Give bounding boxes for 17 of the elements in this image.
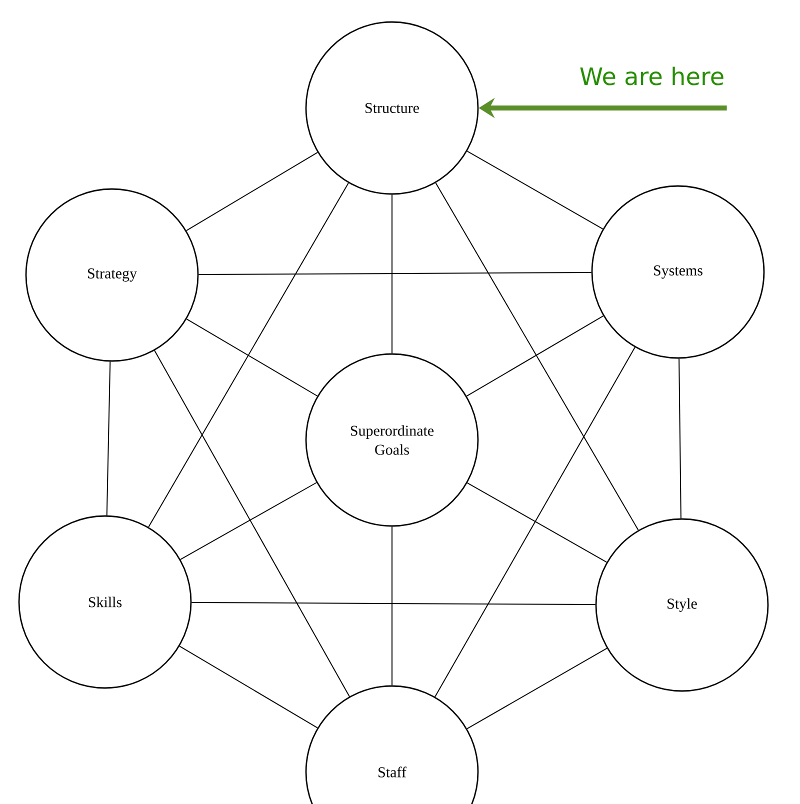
connector-line (434, 346, 636, 698)
connector-line (466, 315, 604, 397)
connector-line (186, 152, 318, 232)
connector-line (678, 358, 682, 519)
connector-line (179, 646, 318, 728)
connector-line (106, 361, 111, 516)
connector-line (148, 182, 349, 528)
connector-line (191, 602, 596, 606)
connector-line (180, 482, 317, 560)
connector-line (186, 318, 318, 396)
connector-line (154, 350, 350, 697)
connector-line (466, 648, 608, 730)
callout-text: We are here (580, 66, 724, 86)
connector-line (466, 150, 604, 230)
connector-line (435, 182, 639, 531)
connector-line (198, 272, 592, 276)
connector-line (466, 482, 608, 563)
